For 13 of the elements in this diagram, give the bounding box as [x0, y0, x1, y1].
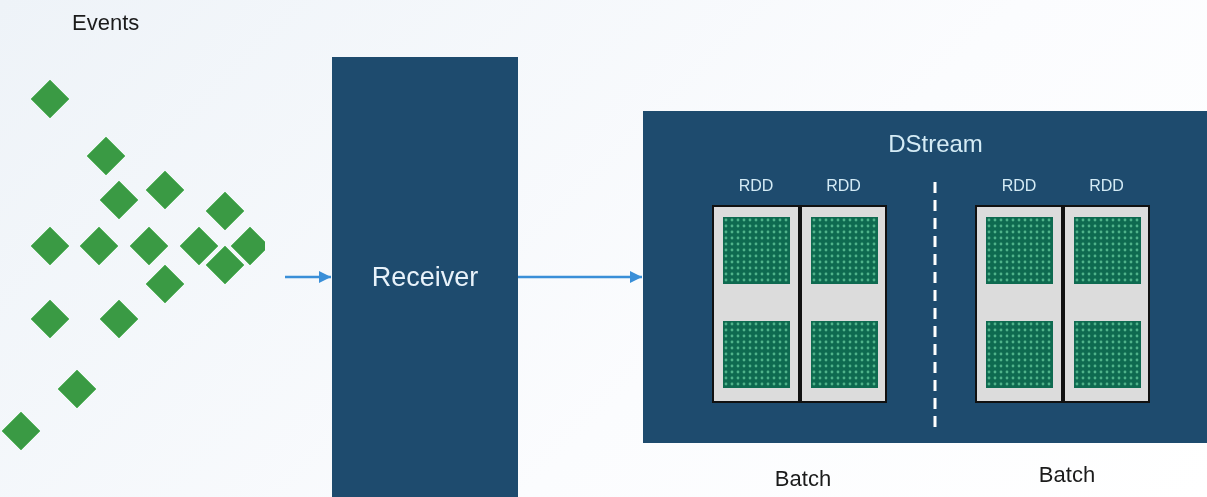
- dstream-label: DStream: [887, 130, 984, 158]
- batch-label: Batch: [773, 466, 833, 492]
- rdd-label: RDD: [737, 177, 775, 195]
- rdd-label: RDD: [825, 177, 862, 195]
- receiver-label: Receiver: [370, 262, 480, 293]
- events-label: Events: [72, 10, 140, 36]
- arrow: [285, 270, 331, 284]
- batch-label: Batch: [1037, 462, 1097, 488]
- rdd-label: RDD: [1088, 177, 1125, 195]
- arrow: [518, 270, 642, 284]
- dstream-panel: [643, 111, 1207, 443]
- receiver-block: [332, 57, 518, 497]
- rdd-label: RDD: [1000, 177, 1038, 195]
